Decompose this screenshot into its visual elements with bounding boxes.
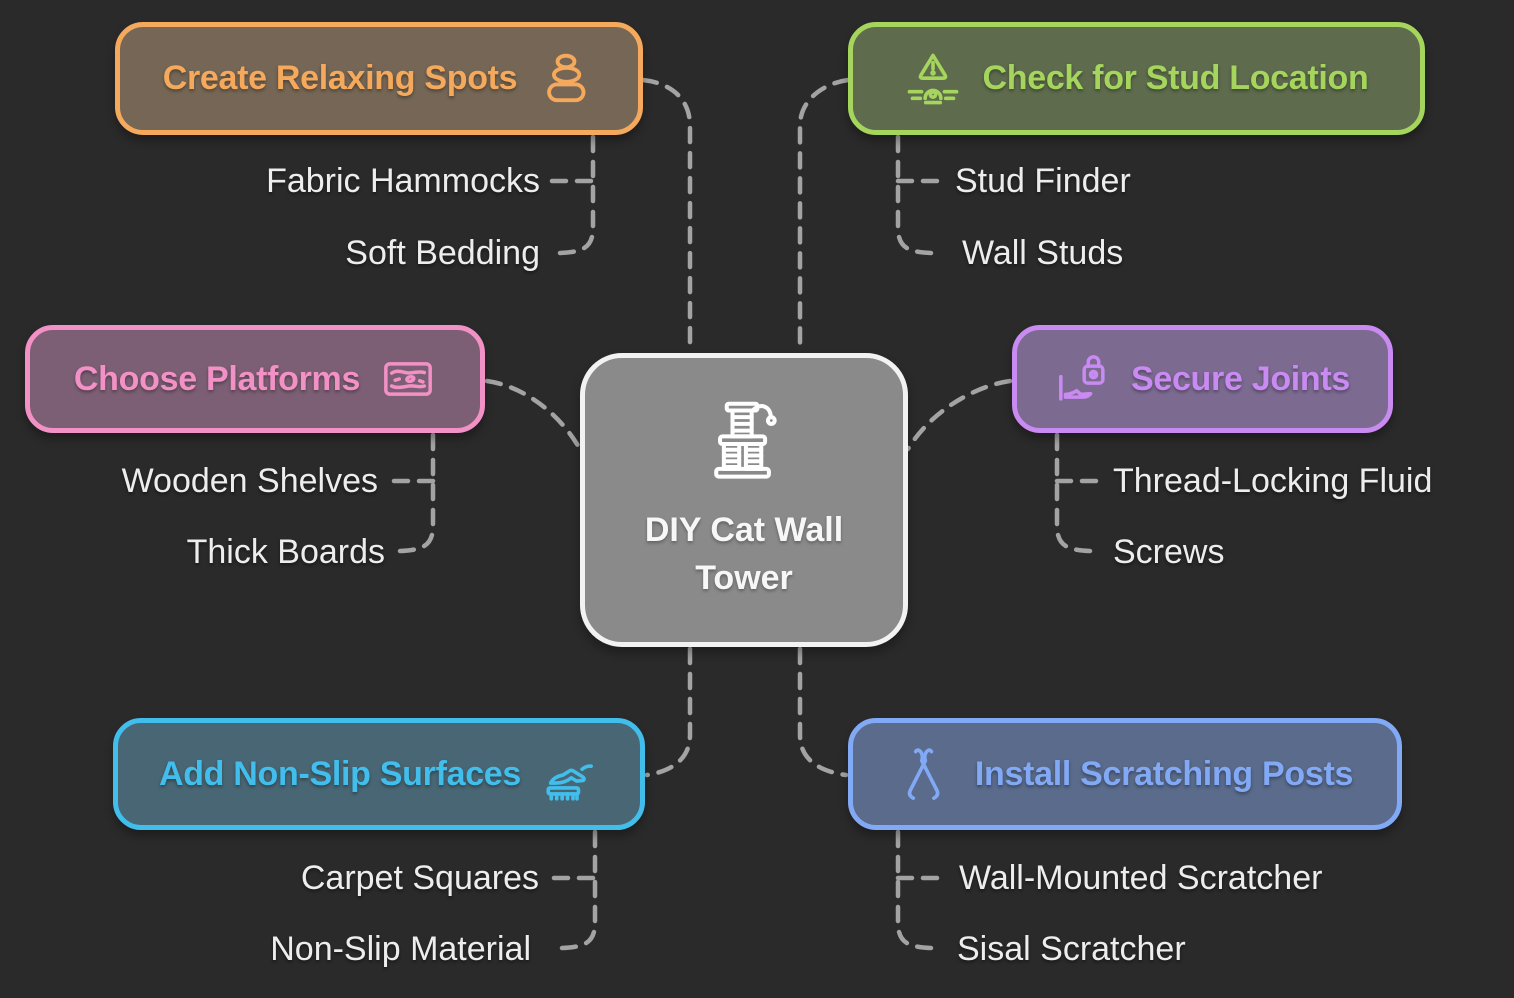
leaf-thread-locking-fluid: Thread-Locking Fluid [1113,462,1433,500]
branch-label: Check for Stud Location [982,59,1369,97]
center-node-label: DIY Cat Wall Tower [644,510,844,597]
branch-label: Create Relaxing Spots [162,59,518,97]
lock-hand-icon [1055,351,1111,407]
connector-platforms-to-center [484,378,583,452]
leaf-wooden-shelves: Wooden Shelves [121,462,378,500]
connector-center-to-scratch [797,646,849,778]
leaf-carpet-squares: Carpet Squares [300,859,539,897]
stud-finder-icon [904,50,962,108]
connector-relaxing-to-center [640,77,693,354]
leaf-thick-boards: Thick Boards [186,533,385,571]
leaf-stud-finder: Stud Finder [955,162,1131,200]
pliers-icon [897,745,955,803]
leaf-soft-bedding: Soft Bedding [345,234,540,272]
center-node-diy-cat-wall-tower: DIY Cat Wall Tower [580,353,908,647]
connector-joints-to-center [905,378,1013,452]
zen-stones-icon [537,50,595,108]
wood-plank-icon [380,351,436,407]
connector-relaxing-children [557,134,596,256]
branch-add-non-slip-surfaces: Add Non-Slip Surfaces [113,718,645,830]
cat-tower-icon [696,398,792,495]
brush-hand-icon [541,745,599,803]
branch-label: Add Non-Slip Surfaces [158,754,522,793]
connector-scratch-children [895,829,934,951]
branch-install-scratching-posts: Install Scratching Posts [848,718,1402,830]
connector-center-to-nonslip [644,646,693,778]
branch-label: Choose Platforms [73,359,361,398]
branch-label: Secure Joints [1130,359,1351,398]
connector-platform-children [397,432,436,554]
connector-nonslip-children [559,829,598,951]
leaf-wall-mounted-scratcher: Wall-Mounted Scratcher [959,859,1323,897]
branch-choose-platforms: Choose Platforms [25,325,485,433]
branch-secure-joints: Secure Joints [1012,325,1393,433]
connector-stud-to-center [797,77,851,354]
branch-create-relaxing-spots: Create Relaxing Spots [115,22,643,135]
leaf-screws: Screws [1113,533,1225,571]
branch-label: Install Scratching Posts [974,754,1354,793]
leaf-fabric-hammocks: Fabric Hammocks [266,162,540,200]
leaf-sisal-scratcher: Sisal Scratcher [957,930,1186,968]
connector-stud-children [895,134,934,256]
leaf-non-slip-material: Non-Slip Material [270,930,531,968]
leaf-wall-studs: Wall Studs [962,234,1124,272]
branch-check-stud-location: Check for Stud Location [848,22,1425,135]
connector-joints-children [1054,432,1093,554]
